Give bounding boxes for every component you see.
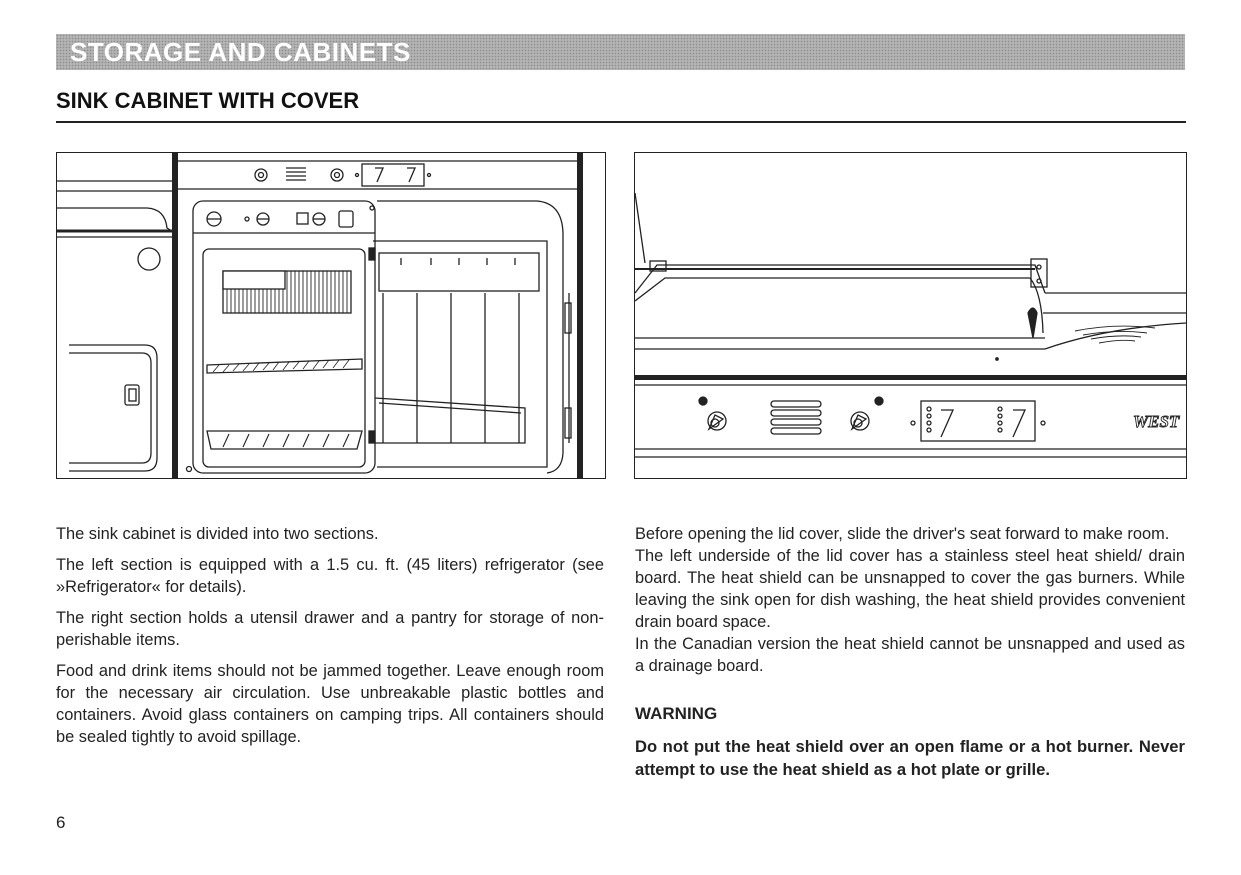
- van-logo-text: WEST: [1133, 412, 1180, 431]
- heading-rule: [56, 121, 1186, 123]
- chapter-banner: STORAGE AND CABINETS: [56, 34, 1185, 70]
- warning-title: WARNING: [635, 704, 718, 723]
- paragraph: Before opening the lid cover, slide the …: [635, 525, 1170, 543]
- left-text-column: The sink cabinet is divided into two sec…: [56, 523, 604, 757]
- sink-cover-illustration: WEST: [634, 152, 1187, 479]
- paragraph: The sink cabinet is divided into two sec…: [56, 525, 379, 543]
- page-number: 6: [56, 813, 66, 832]
- paragraph: Food and drink items should not be jamme…: [56, 662, 604, 746]
- refrigerator-illustration: [56, 152, 606, 479]
- chapter-title: STORAGE AND CABINETS: [70, 37, 411, 67]
- warning-text: Do not put the heat shield over an open …: [635, 737, 1185, 779]
- paragraph: The left section is equipped with a 1.5 …: [56, 556, 604, 596]
- paragraph: The left underside of the lid cover has …: [635, 547, 1185, 631]
- paragraph: In the Canadian version the heat shield …: [635, 635, 1185, 675]
- right-text-column: Before opening the lid cover, slide the …: [635, 523, 1185, 781]
- paragraph: The right section holds a utensil drawer…: [56, 609, 604, 649]
- section-heading: SINK CABINET WITH COVER: [56, 88, 360, 113]
